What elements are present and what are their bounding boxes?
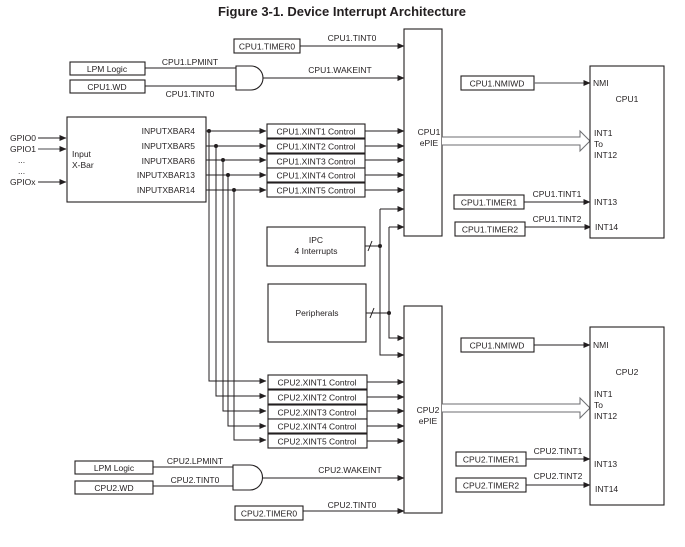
cpu2-wakeint-label: CPU2.WAKEINT [318, 465, 381, 475]
cpu1-nmiwd-label: CPU1.NMIWD [470, 79, 525, 89]
cpu2-pin-to: To [594, 400, 603, 410]
gpio-inputs: GPIO0 GPIO1 ... ... GPIOx [10, 133, 67, 187]
cpu2-lpmint-label: CPU2.LPMINT [167, 456, 223, 466]
cpu2-tint2-label: CPU2.TINT2 [534, 471, 583, 481]
cpu1-lpmint-label: CPU1.LPMINT [162, 57, 218, 67]
cpu2-xint3-label: CPU2.XINT3 Control [278, 408, 357, 418]
gpio-label-0: GPIO0 [10, 133, 36, 143]
cpu2-xint2-label: CPU2.XINT2 Control [278, 393, 357, 403]
cpu2-lpm-logic-label: LPM Logic [94, 463, 135, 473]
cpu2-xint-controls: CPU2.XINT1 Control CPU2.XINT2 Control CP… [267, 374, 405, 449]
cpu1-lpm-logic-label: LPM Logic [87, 64, 128, 74]
cpu2-wd-label: CPU2.WD [94, 483, 133, 493]
cpu1-int-bus-arrow [442, 129, 591, 153]
cpu1-xint3-label: CPU1.XINT3 Control [277, 157, 356, 167]
cpu1-pin-nmi: NMI [593, 78, 609, 88]
cpu2-core-label: CPU2 [616, 367, 639, 377]
cpu2-timer2-label: CPU2.TIMER2 [463, 481, 519, 491]
cpu1-core-box [589, 65, 665, 239]
cpu1-epie-label-1: CPU1 [418, 127, 441, 137]
ipc-label-2: 4 Interrupts [295, 246, 338, 256]
cpu1-and-gate [235, 65, 264, 91]
cpu1-timer2-label: CPU1.TIMER2 [462, 225, 518, 235]
figure-title: Figure 3-1. Device Interrupt Architectur… [218, 4, 466, 19]
cpu1-xint5-label: CPU1.XINT5 Control [277, 186, 356, 196]
cpu1-pin-int14: INT14 [595, 222, 618, 232]
inputxbar4-label: INPUTXBAR4 [142, 126, 196, 136]
gpio-ellipsis-2: ... [18, 166, 25, 176]
cpu2-wd-tint0-label: CPU2.TINT0 [171, 475, 220, 485]
gpio-label-x: GPIOx [10, 177, 36, 187]
cpu1-tint1-label: CPU1.TINT1 [533, 189, 582, 199]
inputxbar5-label: INPUTXBAR5 [142, 141, 196, 151]
cpu2-int-bus-arrow [442, 396, 591, 420]
shared-routing [365, 206, 405, 358]
ipc-box [266, 226, 366, 267]
cpu1-wd-tint0-label: CPU1.TINT0 [166, 89, 215, 99]
cpu2-tint0-label: CPU2.TINT0 [328, 500, 377, 510]
cpu1-xint4-label: CPU1.XINT4 Control [277, 171, 356, 181]
cpu2-epie-label-1: CPU2 [417, 405, 440, 415]
cpu2-pin-int1: INT1 [594, 389, 613, 399]
cpu2-timer1-label: CPU2.TIMER1 [463, 455, 519, 465]
cpu1-timer0-label: CPU1.TIMER0 [239, 42, 295, 52]
cpu1-epie-label-2: ePIE [420, 138, 439, 148]
cpu2-timer0-box [234, 505, 304, 521]
inputxbar14-label: INPUTXBAR14 [137, 185, 195, 195]
cpu2-core-box [589, 326, 665, 506]
cpu2-xint5-label: CPU2.XINT5 Control [278, 437, 357, 447]
input-xbar-box [66, 116, 207, 203]
cpu2-xint1-label: CPU2.XINT1 Control [278, 378, 357, 388]
input-xbar-label-1: Input [72, 149, 92, 159]
cpu1-pin-to: To [594, 139, 603, 149]
cpu2-pin-int14: INT14 [595, 484, 618, 494]
cpu1-xint1-label: CPU1.XINT1 Control [277, 127, 356, 137]
input-xbar-label-2: X-Bar [72, 160, 94, 170]
cpu2-epie-label-2: ePIE [419, 416, 438, 426]
gpio-ellipsis-1: ... [18, 155, 25, 165]
cpu1-xint-controls: CPU1.XINT1 Control CPU1.XINT2 Control CP… [266, 123, 405, 198]
cpu1-wakeint-label: CPU1.WAKEINT [308, 65, 371, 75]
peripherals-label: Peripherals [296, 308, 339, 318]
peripherals-box [267, 283, 367, 343]
cpu1-tint2-label: CPU1.TINT2 [533, 214, 582, 224]
cpu2-nmiwd-label: CPU1.NMIWD [470, 341, 525, 351]
cpu2-pin-int12: INT12 [594, 411, 617, 421]
cpu1-core-label: CPU1 [616, 94, 639, 104]
cpu1-pin-int13: INT13 [594, 197, 617, 207]
cpu2-pin-nmi: NMI [593, 340, 609, 350]
ipc-label-1: IPC [309, 235, 323, 245]
cpu1-timer2-box [454, 221, 526, 237]
cpu2-tint1-label: CPU2.TINT1 [534, 446, 583, 456]
cpu2-xint4-label: CPU2.XINT4 Control [278, 422, 357, 432]
cpu2-pin-int13: INT13 [594, 459, 617, 469]
cpu1-wd-label: CPU1.WD [87, 82, 126, 92]
xbar-routing [206, 128, 267, 443]
inputxbar6-label: INPUTXBAR6 [142, 156, 196, 166]
gpio-label-1: GPIO1 [10, 144, 36, 154]
cpu2-wd-box [74, 480, 154, 495]
cpu1-tint0-label: CPU1.TINT0 [328, 33, 377, 43]
cpu1-epie-box [403, 28, 443, 237]
cpu1-pin-int1: INT1 [594, 128, 613, 138]
cpu2-and-gate [232, 464, 264, 491]
cpu1-timer1-label: CPU1.TIMER1 [461, 198, 517, 208]
cpu1-pin-int12: INT12 [594, 150, 617, 160]
cpu2-epie-box [403, 305, 443, 514]
cpu1-xint2-label: CPU1.XINT2 Control [277, 142, 356, 152]
cpu2-timer0-label: CPU2.TIMER0 [241, 509, 297, 519]
inputxbar13-label: INPUTXBAR13 [137, 170, 195, 180]
